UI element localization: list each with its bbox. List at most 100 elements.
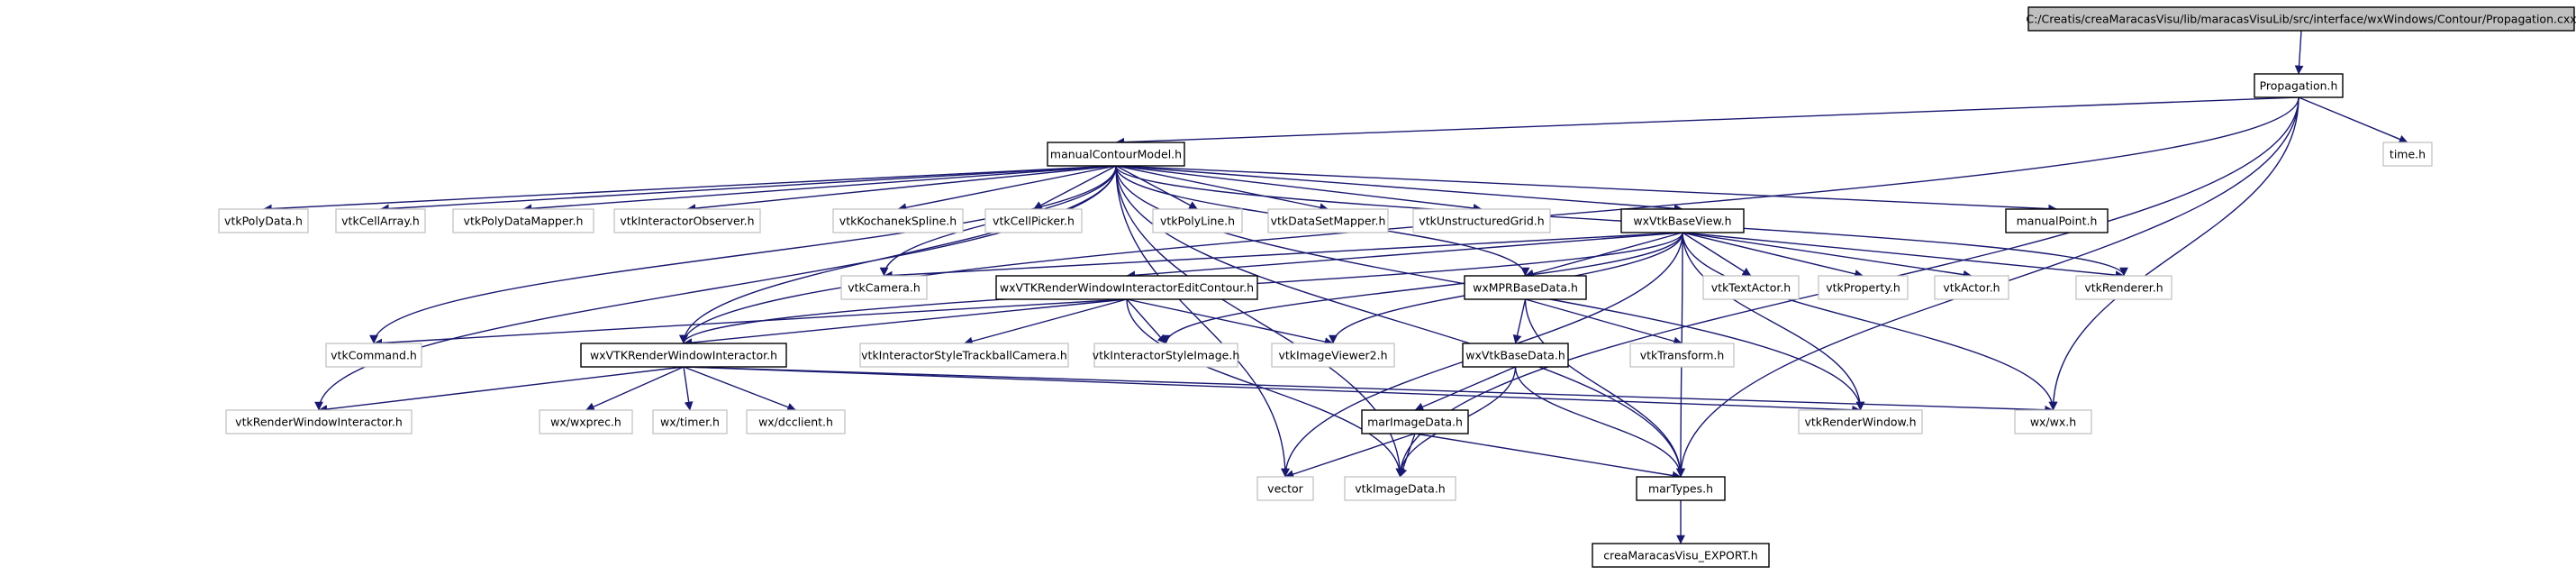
edges-layer — [263, 30, 2408, 544]
node-box — [325, 343, 422, 368]
node-vtkImageViewer2: vtkImageViewer2.h — [1271, 343, 1395, 368]
edge-manualContourModel-to-marTypes — [1115, 165, 1685, 478]
node-label: vtkCellPicker.h — [993, 215, 1075, 228]
node-root[interactable]: C:/Creatis/creaMaracasVisu/lib/maracasVi… — [2026, 6, 2576, 32]
edge-manualContourModel-to-wxVtkBaseView — [1115, 165, 1683, 214]
node-label: marTypes.h — [1648, 482, 1713, 496]
node-box — [1271, 343, 1395, 368]
node-wxVTKRWI[interactable]: wxVTKRenderWindowInteractor.h — [580, 343, 787, 368]
edge-wxVTKRWI-to-vtkRenderWindow — [683, 366, 1861, 415]
node-vtkInteractorObserver: vtkInteractorObserver.h — [613, 208, 761, 233]
node-label: vtkCellArray.h — [341, 215, 420, 228]
node-box — [2027, 6, 2575, 32]
node-vtkPolyData: vtkPolyData.h — [218, 208, 309, 233]
node-vtkTextActor: vtkTextActor.h — [1702, 275, 1800, 300]
node-wxVtkBaseData[interactable]: wxVtkBaseData.h — [1462, 343, 1569, 368]
node-manualContourModel[interactable]: manualContourModel.h — [1047, 142, 1185, 167]
node-vtkTransform: vtkTransform.h — [1629, 343, 1735, 368]
node-wxMPRBaseData[interactable]: wxMPRBaseData.h — [1464, 275, 1587, 300]
edge-wxVTKRWIEditContour-to-vtkCommand — [373, 298, 1128, 348]
node-box — [1934, 275, 2009, 300]
node-box — [1412, 208, 1551, 233]
node-marTypes[interactable]: marTypes.h — [1636, 476, 1726, 501]
edge-wxVtkBaseView-to-vtkProperty — [1682, 232, 1864, 279]
node-box — [995, 275, 1258, 300]
node-label: vtkImageViewer2.h — [1278, 349, 1387, 362]
node-box — [1629, 343, 1735, 368]
node-box — [1462, 343, 1569, 368]
node-label: vtkPolyDataMapper.h — [464, 215, 584, 228]
node-wxwx: wx/wx.h — [2014, 409, 2092, 434]
edge-wxVTKRWI-to-wxwx — [683, 366, 2054, 415]
edge-manualContourModel-to-vtkInteractorObserver — [686, 165, 1117, 213]
node-box — [1093, 343, 1238, 368]
node-label: vtkActor.h — [1943, 281, 2000, 295]
node-label: vtkKochanekSpline.h — [839, 215, 957, 228]
node-vtkProperty: vtkProperty.h — [1818, 275, 1909, 300]
edge-wxVTKRWI-to-vtkRenderWindowInteractor — [318, 366, 685, 414]
edge-wxVtkBaseView-to-vtkRenderer — [1682, 232, 2125, 279]
node-box — [335, 208, 426, 233]
node-box — [580, 343, 787, 368]
node-box — [1047, 142, 1185, 167]
node-label: vtkInteractorObserver.h — [620, 215, 754, 228]
edge-manualContourModel-to-vtkPolyDataMapper — [522, 165, 1117, 214]
node-vtkCamera: vtkCamera.h — [840, 275, 928, 300]
node-time: time.h — [2382, 142, 2433, 167]
node-box — [832, 208, 964, 233]
node-export[interactable]: creaMaracasVisu_EXPORT.h — [1592, 543, 1770, 568]
node-vtkPolyLine: vtkPolyLine.h — [1152, 208, 1243, 233]
node-label: wx/timer.h — [660, 416, 720, 429]
node-label: vector — [1267, 482, 1304, 496]
node-label: vtkTextActor.h — [1711, 281, 1791, 295]
edge-wxVtkBaseView-to-vtkRenderWindow — [1682, 232, 1865, 411]
node-label: marImageData.h — [1367, 416, 1463, 429]
node-label: vtkRenderWindowInteractor.h — [235, 416, 403, 429]
node-box — [1464, 275, 1587, 300]
node-manualPoint[interactable]: manualPoint.h — [2005, 208, 2109, 233]
node-box — [2014, 409, 2092, 434]
edge-wxVtkBaseView-to-wxMPRBaseData — [1525, 232, 1683, 279]
edge-wxVTKRWIEditContour-to-vtkInteractorStyleImage — [1126, 298, 1167, 344]
node-vtkCommand: vtkCommand.h — [325, 343, 422, 368]
edge-wxVtkBaseView-to-vtkActor — [1682, 232, 1973, 279]
node-box — [859, 343, 1069, 368]
edge-wxVtkBaseData-to-marTypes — [1514, 366, 1685, 478]
node-label: manualPoint.h — [2017, 215, 2098, 228]
node-vtkDataSetMapper: vtkDataSetMapper.h — [1267, 208, 1389, 233]
node-label: vtkProperty.h — [1826, 281, 1900, 295]
edge-wxVTKRWI-to-wxdcclient — [683, 366, 796, 412]
node-vtkRenderWindow: vtkRenderWindow.h — [1798, 409, 1923, 434]
node-box — [2075, 275, 2172, 300]
edge-wxMPRBaseData-to-wxVtkBaseData — [1512, 298, 1527, 344]
node-box — [1256, 476, 1314, 501]
node-box — [1702, 275, 1800, 300]
node-box — [1592, 543, 1770, 568]
node-wxprec: wx/wxprec.h — [539, 409, 633, 434]
node-box — [2382, 142, 2433, 167]
node-label: wxVtkBaseData.h — [1465, 349, 1565, 362]
node-marImageData[interactable]: marImageData.h — [1361, 409, 1469, 434]
node-box — [840, 275, 928, 300]
node-box — [539, 409, 633, 434]
node-vtkActor: vtkActor.h — [1934, 275, 2009, 300]
edge-wxVtkBaseView-to-vtkCamera — [884, 232, 1683, 280]
nodes-layer: C:/Creatis/creaMaracasVisu/lib/maracasVi… — [218, 6, 2576, 568]
node-box — [1152, 208, 1243, 233]
node-label: wxVTKRenderWindowInteractorEditContour.h — [1000, 281, 1254, 295]
node-box — [2254, 73, 2344, 98]
node-label: wxVTKRenderWindowInteractor.h — [590, 349, 777, 362]
node-label: vtkCamera.h — [848, 281, 921, 295]
edge-propagation-to-time — [2298, 96, 2408, 143]
node-propagation[interactable]: Propagation.h — [2254, 73, 2344, 98]
edge-wxVTKRWIEditContour-to-vtkImageViewer2 — [1126, 298, 1334, 346]
node-label: creaMaracasVisu_EXPORT.h — [1603, 549, 1757, 562]
node-vtkISTrackballCamera: vtkInteractorStyleTrackballCamera.h — [859, 343, 1069, 368]
node-box — [218, 208, 309, 233]
node-box — [1361, 409, 1469, 434]
node-label: wx/wx.h — [2030, 416, 2076, 429]
node-wxVTKRWIEditContour[interactable]: wxVTKRenderWindowInteractorEditContour.h — [995, 275, 1258, 300]
edge-manualContourModel-to-wxVTKRWI — [679, 165, 1117, 344]
node-wxVtkBaseView[interactable]: wxVtkBaseView.h — [1620, 208, 1745, 233]
edge-wxVtkBaseView-to-wxwx — [1682, 232, 2058, 411]
